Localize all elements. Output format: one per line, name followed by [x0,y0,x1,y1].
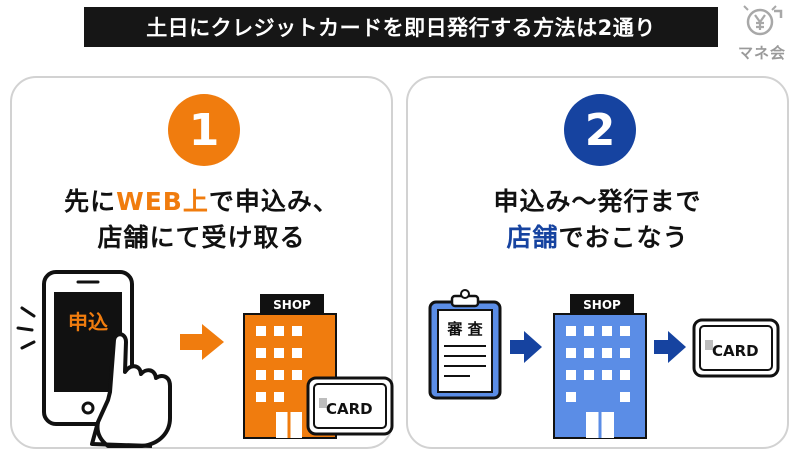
step-illustration: 申込 SHOP CARD [12,268,395,448]
step-panel-shop: 2 申込み〜発行まで 店舗でおこなう [406,76,789,449]
logo-text: マネ会 [737,44,786,62]
arrow-right-icon [180,324,224,360]
step-number-badge: 2 [564,94,636,166]
clipboard-text: 審 査 [447,320,483,338]
step-headline-line1: 申込み〜発行まで [493,187,702,216]
shop-sign-label: SHOP [273,298,311,312]
headline-text: 先に [64,187,117,216]
step-illustration: 審 査 SHOP CARD [408,268,791,448]
headline-text: でおこなう [558,223,689,252]
arrow-right-icon [510,331,542,363]
step-panel-web: 1 先にWEB上で申込み、 店舗にて受け取る [10,76,395,449]
phone-screen-text: 申込 [68,310,108,334]
card-label: CARD [326,400,373,418]
step-number-badge: 1 [168,94,240,166]
credit-card-icon [306,376,394,436]
shop-building-icon [553,294,647,439]
hand-tap-icon [90,332,172,448]
smartphone-icon [42,270,134,426]
step-headline-line1: 先にWEB上で申込み、 [12,182,391,218]
yen-coin-icon [743,5,783,36]
headline-highlight: WEB上 [116,187,209,216]
arrow-right-icon [654,331,686,363]
page-title: 土日にクレジットカードを即日発行する方法は2通り [84,7,718,47]
card-label: CARD [712,342,759,360]
credit-card-icon [692,318,780,378]
clipboard-icon [428,289,502,400]
step-headline-line2: 店舗にて受け取る [97,223,306,252]
headline-text: で申込み、 [208,187,339,216]
headline-highlight: 店舗 [506,223,559,252]
site-logo: マネ会 [728,2,796,64]
step-headline-line2: 店舗でおこなう [408,218,787,254]
shop-sign-label: SHOP [583,298,621,312]
tap-marks-icon [16,306,36,350]
